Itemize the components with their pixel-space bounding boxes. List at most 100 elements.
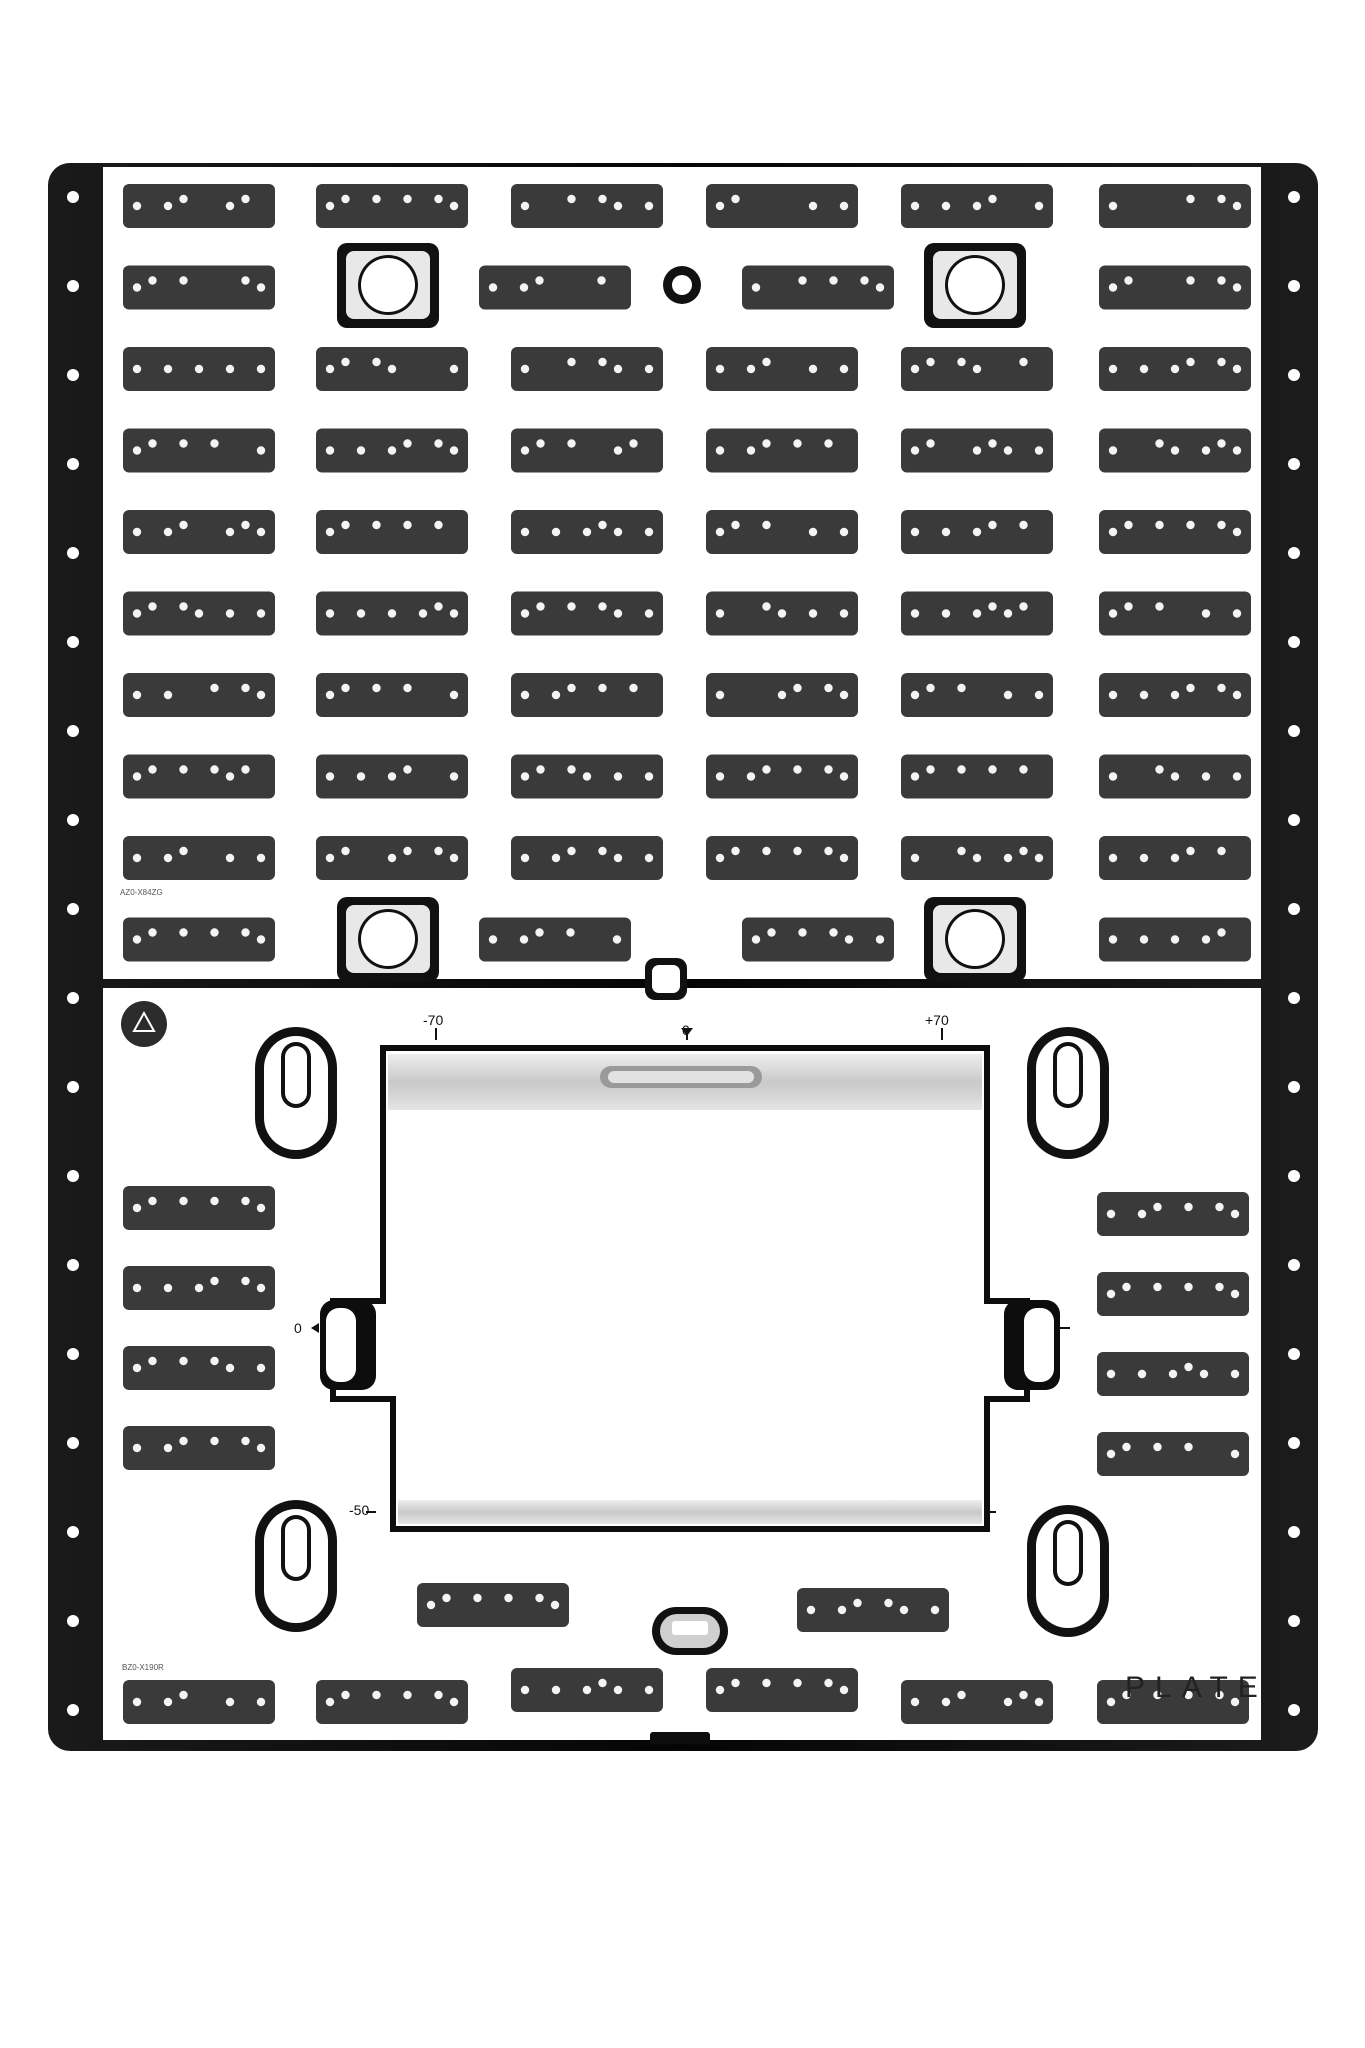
dot-tile xyxy=(706,591,858,636)
dot-tile xyxy=(1097,1272,1249,1316)
rail-hole xyxy=(1288,1437,1300,1449)
rail-hole xyxy=(67,814,79,826)
dot-tile xyxy=(706,184,858,228)
dot-tile xyxy=(316,428,468,473)
dot-tile xyxy=(123,591,275,636)
dot-tile xyxy=(797,1588,949,1632)
dot-tile xyxy=(316,184,468,228)
dot-tile xyxy=(417,1583,569,1627)
dot-tile xyxy=(1099,428,1251,473)
keyhole-slot-top-right xyxy=(1027,1027,1109,1159)
dot-tile xyxy=(1099,591,1251,636)
rail-hole xyxy=(1288,903,1300,915)
dot-tile xyxy=(901,510,1053,554)
rail-hole xyxy=(1288,280,1300,292)
rail-hole xyxy=(67,1170,79,1182)
dot-tile xyxy=(511,347,663,391)
dot-tile xyxy=(316,836,468,880)
dot-tile xyxy=(511,184,663,228)
part-code-lower: BZ0-X190R xyxy=(122,1663,164,1672)
rail-hole xyxy=(67,280,79,292)
rail-hole xyxy=(67,1259,79,1271)
square-boss-bottom-right xyxy=(924,897,1026,982)
mounting-boss-group xyxy=(337,243,1026,982)
dot-tile xyxy=(706,673,858,717)
rail-hole xyxy=(1288,1259,1300,1271)
dot-tile xyxy=(706,347,858,391)
dot-tile xyxy=(479,265,631,310)
rail-hole xyxy=(67,903,79,915)
dot-tile xyxy=(1099,673,1251,717)
dot-tile xyxy=(901,184,1053,228)
dot-tile xyxy=(1099,917,1251,962)
rail-hole xyxy=(1288,547,1300,559)
dot-tile xyxy=(901,347,1053,391)
dot-tile xyxy=(901,836,1053,880)
rail-hole xyxy=(1288,458,1300,470)
dot-tile xyxy=(123,1426,275,1470)
triangle-logo-icon xyxy=(121,1001,167,1047)
dot-tile xyxy=(1097,1432,1249,1476)
dot-tile xyxy=(706,510,858,554)
rail-hole xyxy=(67,636,79,648)
dot-tile xyxy=(511,754,663,799)
rail-hole xyxy=(1288,191,1300,203)
lower-tile-grid xyxy=(123,1186,1249,1724)
rail-hole xyxy=(1288,1526,1300,1538)
rail-hole xyxy=(67,191,79,203)
dot-tile xyxy=(123,836,275,880)
dot-tile xyxy=(511,836,663,880)
dot-tile xyxy=(511,591,663,636)
dot-tile xyxy=(1099,510,1251,554)
dot-tile xyxy=(1097,1192,1249,1236)
square-boss-bottom-left xyxy=(337,897,439,982)
dot-tile xyxy=(511,1668,663,1712)
dot-tile xyxy=(742,917,894,962)
dot-tile xyxy=(123,1186,275,1230)
dot-tile xyxy=(123,265,275,310)
square-boss-top-right xyxy=(924,243,1026,328)
scale-label-zero-side: 0 xyxy=(294,1320,302,1336)
scale-label-minus70: -70 xyxy=(423,1012,443,1028)
dot-tile xyxy=(316,754,468,799)
dot-tile xyxy=(901,591,1053,636)
rail-hole xyxy=(67,547,79,559)
dot-tile xyxy=(316,591,468,636)
dot-tile xyxy=(1099,836,1251,880)
dot-tile xyxy=(123,1680,275,1724)
rail-hole xyxy=(1288,369,1300,381)
brand-wordmark: PLATE xyxy=(1125,1671,1268,1704)
dot-tile xyxy=(316,347,468,391)
dot-tile xyxy=(706,428,858,473)
square-boss-top-left xyxy=(337,243,439,328)
keyhole-slot-top-left xyxy=(255,1027,337,1159)
part-code-upper: AZ0-X84ZG xyxy=(120,888,163,897)
dot-tile xyxy=(901,428,1053,473)
scale-markers xyxy=(311,1028,1070,1513)
dot-tile xyxy=(123,428,275,473)
rail-hole xyxy=(1288,1170,1300,1182)
rail-hole xyxy=(1288,992,1300,1004)
display-cutout xyxy=(320,1045,1060,1532)
dot-tile xyxy=(1099,184,1251,228)
rail-hole xyxy=(1288,814,1300,826)
dot-tile xyxy=(123,1346,275,1390)
keyhole-slot-bottom-right xyxy=(1027,1505,1109,1637)
rail-hole xyxy=(67,1615,79,1627)
dot-tile xyxy=(706,1668,858,1712)
keyhole-slots xyxy=(255,1027,1109,1637)
dot-tile xyxy=(511,673,663,717)
upper-tile-grid xyxy=(123,184,1251,962)
dot-tile xyxy=(901,1680,1053,1724)
dot-tile xyxy=(1097,1352,1249,1396)
dot-tile xyxy=(479,917,631,962)
dot-tile xyxy=(706,754,858,799)
dot-tile xyxy=(316,673,468,717)
rail-holes xyxy=(67,191,1300,1716)
dot-tile xyxy=(123,184,275,228)
dot-tile xyxy=(123,673,275,717)
dot-tile xyxy=(1097,1680,1249,1724)
bottom-metal-rail xyxy=(398,1500,982,1524)
dot-tile xyxy=(901,673,1053,717)
